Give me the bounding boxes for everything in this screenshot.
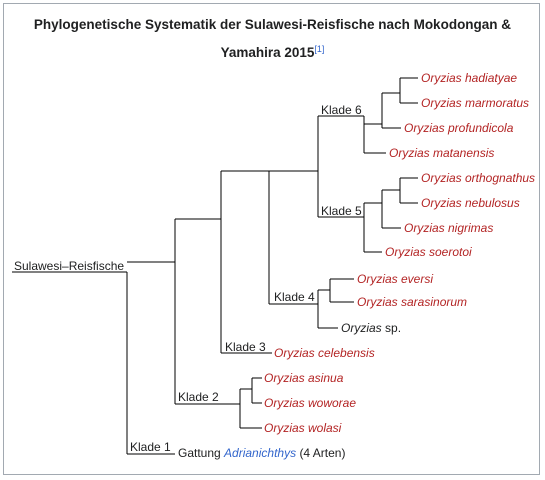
cladogram-frame [3,3,540,475]
oryzias-sp-suffix: sp. [385,321,402,335]
species-link-marmoratus[interactable]: Oryzias marmoratus [421,96,530,110]
clade-label-3: Klade 3 [225,340,266,354]
clade-label-1: Klade 1 [130,440,171,454]
clade-label-5: Klade 5 [321,204,362,218]
species-oryzias-sp: Oryzias sp. [341,321,401,335]
clade-label-6: Klade 6 [321,103,362,117]
title-line-2-text: Yamahira 2015 [220,45,315,60]
species-link-hadiatyae[interactable]: Oryzias hadiatyae [421,71,518,85]
species-link-nigrimas[interactable]: Oryzias nigrimas [404,221,494,235]
species-link-woworae[interactable]: Oryzias woworae [264,396,357,410]
species-link-matanensis[interactable]: Oryzias matanensis [389,146,495,160]
species-link-asinua[interactable]: Oryzias asinua [264,371,344,385]
genus-link-adrianichthys[interactable]: Adrianichthys [224,446,297,460]
oryzias-sp-genus: Oryzias [341,321,382,335]
species-link-soerotoi[interactable]: Oryzias soerotoi [385,245,472,259]
species-link-orthognathus[interactable]: Oryzias orthognathus [421,171,536,185]
outgroup-suffix: (4 Arten) [299,446,346,460]
clade-label-2: Klade 2 [178,390,219,404]
outgroup-prefix: Gattung [178,446,221,460]
species-link-wolasi[interactable]: Oryzias wolasi [264,421,342,435]
title-line-2: Yamahira 2015[1] [10,37,535,65]
root-label: Sulawesi–Reisfische [14,259,125,273]
species-link-celebensis[interactable]: Oryzias celebensis [274,346,375,360]
clade-label-4: Klade 4 [274,290,315,304]
reference-link[interactable]: [1] [314,44,325,54]
species-link-nebulosus[interactable]: Oryzias nebulosus [421,196,520,210]
species-link-eversi[interactable]: Oryzias eversi [357,272,434,286]
species-link-profundicola[interactable]: Oryzias profundicola [404,121,514,135]
cladogram-title: Phylogenetische Systematik der Sulawesi-… [10,12,535,65]
title-line-1: Phylogenetische Systematik der Sulawesi-… [33,17,512,32]
reference-superscript: [1] [314,44,324,54]
outgroup-label: Gattung Adrianichthys (4 Arten) [178,446,345,460]
species-link-sarasinorum[interactable]: Oryzias sarasinorum [357,295,468,309]
